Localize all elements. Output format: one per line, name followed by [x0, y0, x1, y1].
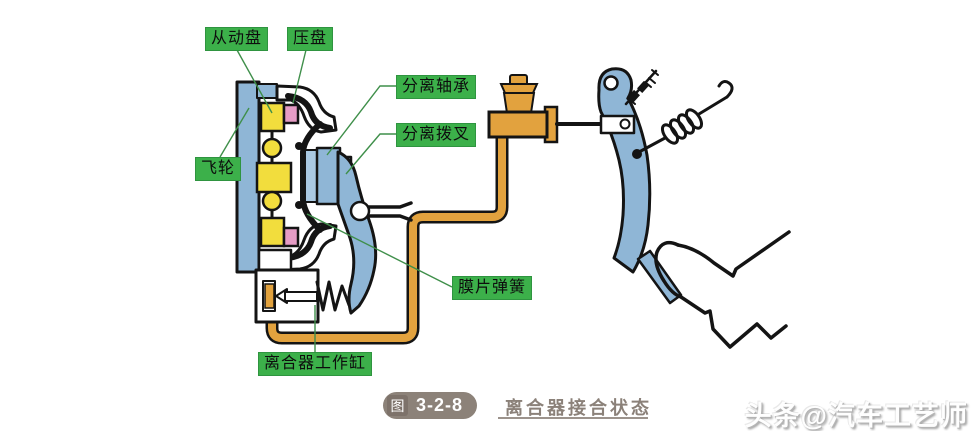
master-cylinder-part [487, 74, 559, 144]
figure-number-badge: 图 3-2-8 [383, 392, 478, 419]
foot-outline [654, 230, 791, 349]
pushrod-clevis [555, 114, 636, 135]
fork-pivot-ball [349, 200, 371, 222]
pedal-pivot-hole [603, 75, 619, 91]
label-driven-disc: 从动盘 [205, 27, 269, 51]
release-fork-part [336, 150, 413, 315]
label-flywheel: 飞轮 [195, 157, 242, 181]
slave-cylinder-part [254, 248, 351, 324]
pressure-plate-top [282, 103, 300, 125]
label-diaphragm-spring: 膜片弹簧 [452, 276, 533, 300]
label-pressure-plate: 压盘 [287, 27, 334, 51]
figure-title: 离合器接合状态 [505, 398, 652, 418]
figure-prefix: 图 [387, 395, 408, 416]
figure-number: 3-2-8 [416, 395, 464, 415]
return-spring [637, 80, 734, 154]
diaphragm-spring-part [285, 93, 333, 261]
mounting-stud [624, 69, 659, 106]
label-release-fork: 分离拨叉 [396, 123, 477, 147]
label-release-bearing: 分离轴承 [396, 75, 477, 99]
hydraulic-pipe [265, 128, 509, 345]
watermark: 头条@汽车工艺师 [744, 401, 968, 431]
caption-underline [498, 417, 648, 419]
pedal-part [597, 67, 683, 305]
pressure-plate-bottom [282, 226, 300, 248]
driven-disc-part [255, 101, 300, 248]
label-slave-cylinder: 离合器工作缸 [258, 352, 373, 376]
leader-lines [219, 49, 453, 352]
